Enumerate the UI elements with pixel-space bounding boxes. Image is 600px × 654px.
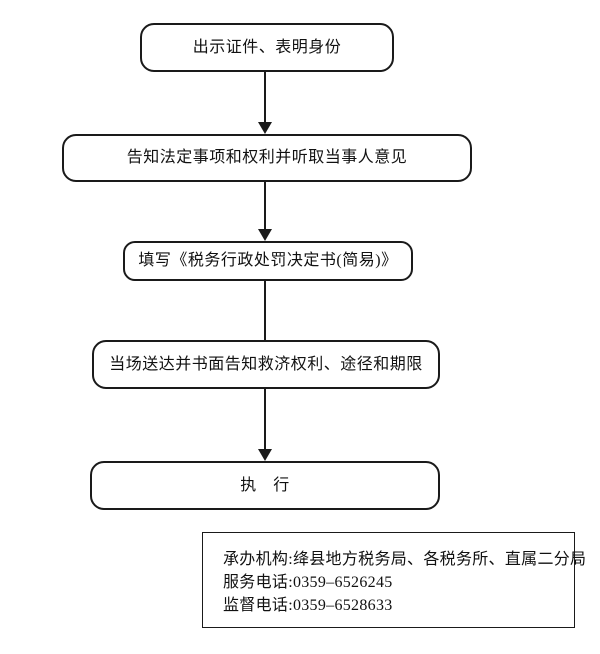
connector-line — [264, 389, 266, 449]
flow-node-execute: 执 行 — [90, 461, 440, 510]
flow-node-label: 填写《税务行政处罚决定书(简易)》 — [138, 252, 398, 270]
flow-node-label: 告知法定事项和权利并听取当事人意见 — [126, 149, 408, 167]
flow-node-label: 当场送达并书面告知救济权利、途径和期限 — [109, 355, 423, 373]
info-line-supervision-phone: 监督电话:0359–6528633 — [223, 597, 393, 614]
connector-line — [264, 281, 266, 340]
contact-info-box: 承办机构:绛县地方税务局、各税务所、直属二分局 服务电话:0359–652624… — [202, 532, 587, 628]
info-line-service-phone: 服务电话:0359–6526245 — [223, 574, 393, 591]
arrow-down-icon — [258, 122, 272, 134]
connector-1 — [258, 72, 272, 134]
arrow-down-icon — [258, 449, 272, 461]
flow-node-deliver-on-spot: 当场送达并书面告知救济权利、途径和期限 — [92, 340, 440, 389]
flow-node-label: 执 行 — [240, 476, 290, 494]
info-line-agency: 承办机构:绛县地方税务局、各税务所、直属二分局 — [223, 551, 587, 568]
connector-4 — [258, 389, 272, 461]
connector-3 — [258, 281, 272, 340]
connector-line — [264, 182, 266, 229]
connector-2 — [258, 182, 272, 241]
flow-node-label: 出示证件、表明身份 — [192, 38, 342, 56]
flow-node-fill-decision: 填写《税务行政处罚决定书(简易)》 — [123, 241, 413, 281]
connector-line — [264, 72, 266, 122]
arrow-down-icon — [258, 229, 272, 241]
flow-node-inform-rights: 告知法定事项和权利并听取当事人意见 — [62, 134, 472, 182]
flow-node-show-credentials: 出示证件、表明身份 — [140, 23, 394, 72]
